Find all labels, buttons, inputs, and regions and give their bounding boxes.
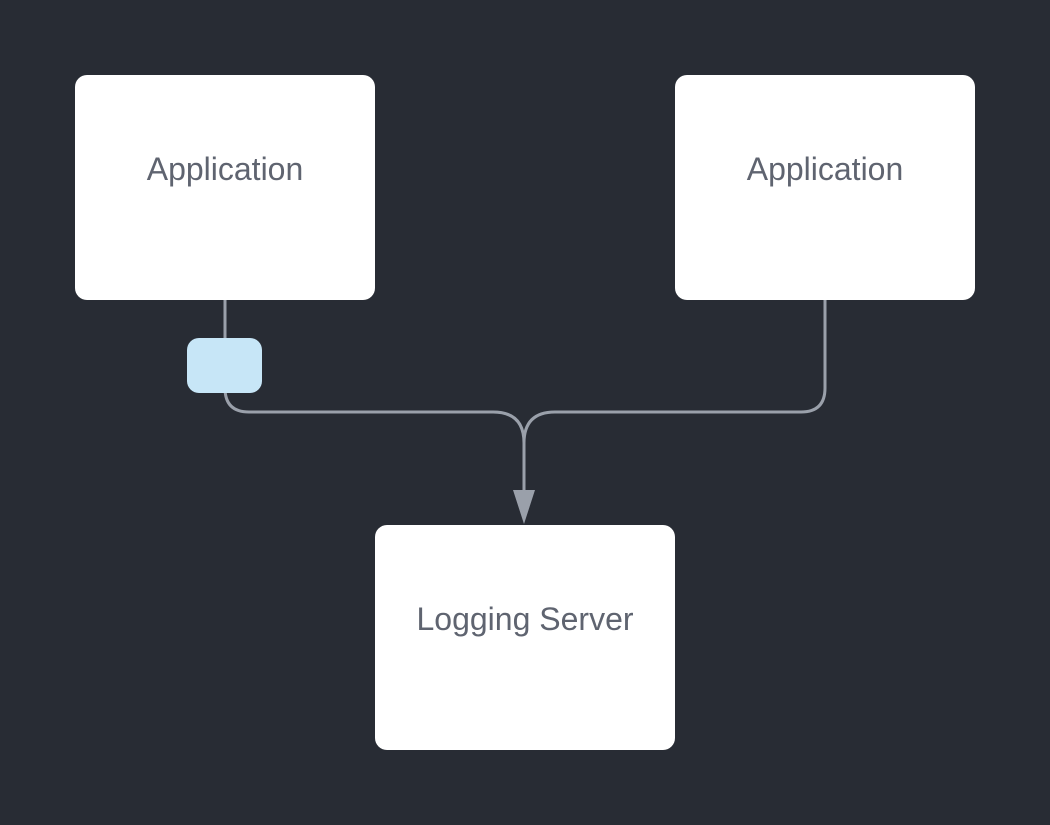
edge-app-right-to-logging-server[interactable] xyxy=(522,300,827,492)
node-logging-server[interactable]: Logging Server xyxy=(375,525,675,750)
edge-app-left-to-logging-server[interactable] xyxy=(223,300,526,444)
node-application-left-label: Application xyxy=(146,151,304,187)
node-logging-server-label: Logging Server xyxy=(416,601,634,637)
node-application-right[interactable]: Application xyxy=(675,75,975,300)
node-application-right-label: Application xyxy=(746,151,904,187)
arrowhead-logging-server xyxy=(513,490,535,524)
connector-chip[interactable] xyxy=(187,338,262,393)
node-application-left[interactable]: Application xyxy=(75,75,375,300)
